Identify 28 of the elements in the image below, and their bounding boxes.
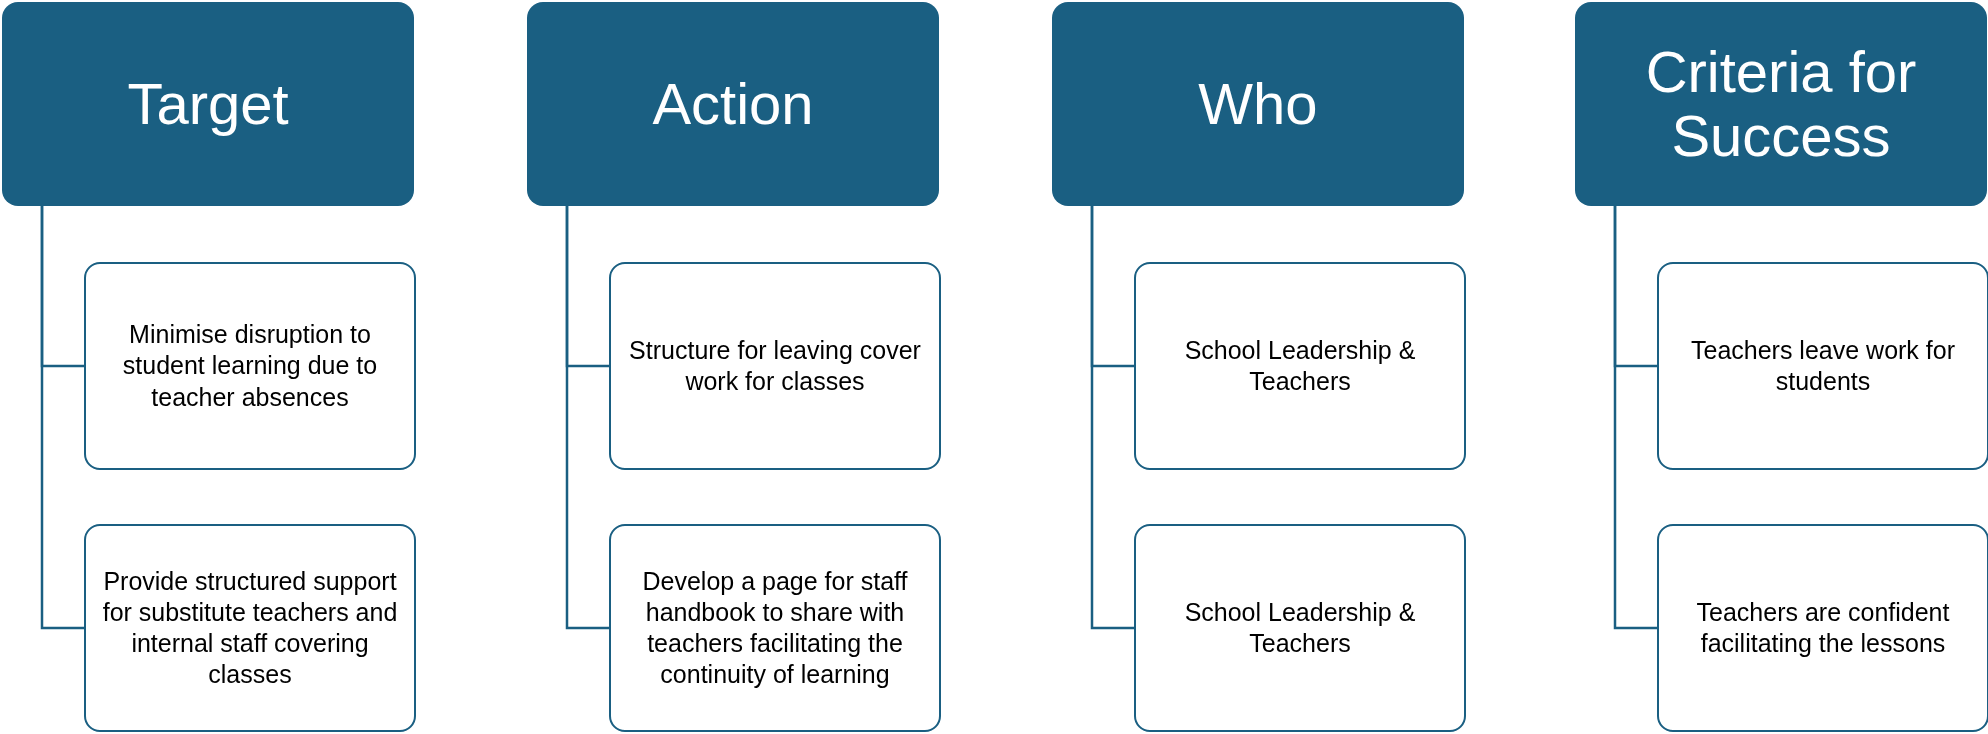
header-box bbox=[1575, 2, 1987, 206]
content-text: Provide structured support for substitute teachers and internal staff covering classes bbox=[101, 565, 399, 691]
content-text: Structure for leaving cover work for classes bbox=[628, 334, 922, 397]
header-text: Who bbox=[1198, 72, 1318, 136]
content-text: School Leadership & Teachers bbox=[1183, 334, 1417, 397]
content-text: Develop a page for staff handbook to share with teachers facilitating the continuity of learning bbox=[641, 565, 909, 691]
connector-line bbox=[1090, 206, 1134, 630]
content-text: School Leadership & Teachers bbox=[1183, 596, 1417, 659]
content-text: Teachers leave work for students bbox=[1690, 334, 1956, 397]
content-box bbox=[609, 262, 941, 470]
content-box bbox=[84, 524, 416, 732]
connector-line bbox=[1613, 206, 1657, 630]
content-text: Minimise disruption to student learning due to teacher absences bbox=[121, 319, 379, 413]
content-box bbox=[1657, 262, 1988, 470]
header-box bbox=[527, 2, 939, 206]
content-box bbox=[1134, 524, 1466, 732]
header-box bbox=[1052, 2, 1464, 206]
content-box bbox=[609, 524, 941, 732]
header-text: Action bbox=[652, 72, 814, 136]
content-text: Teachers are confident facilitating the lessons bbox=[1695, 596, 1951, 659]
content-box bbox=[1657, 524, 1988, 732]
header-text: Target bbox=[127, 72, 289, 136]
content-box bbox=[84, 262, 416, 470]
header-box bbox=[2, 2, 414, 206]
connector-line bbox=[40, 206, 84, 630]
connector-line bbox=[565, 206, 609, 630]
header-text: Criteria for Success bbox=[1644, 40, 1918, 168]
content-box bbox=[1134, 262, 1466, 470]
